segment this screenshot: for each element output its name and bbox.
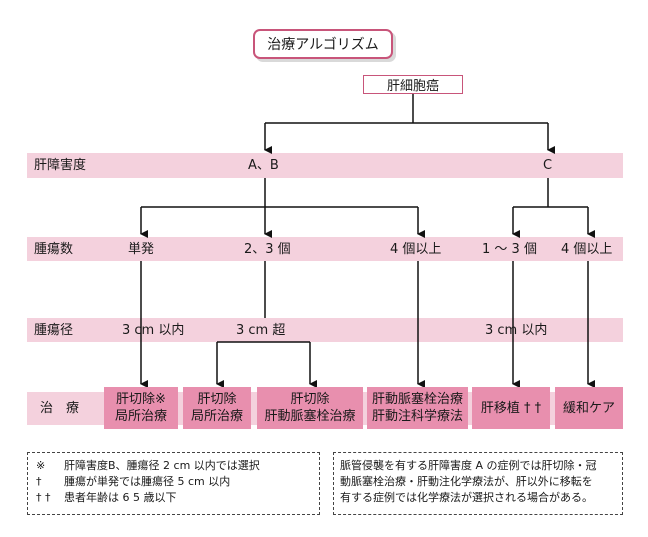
root-node: 肝細胞癌 (363, 75, 463, 94)
treatment-t1-line1: 肝切除※ (116, 392, 166, 407)
treatment-t3-line1: 肝切除 (290, 392, 330, 407)
treatment-label: 治 療 (40, 401, 80, 416)
tumor-size-within3-c: 3 cm 以内 (485, 323, 548, 338)
treatment-t1-line2: 局所治療 (114, 409, 167, 424)
tumor-count-single: 単発 (128, 242, 155, 257)
footnote-box-right: 脈管侵襲を有する肝障害度 A の症例では肝切除・冠 動脈塞栓治療・肝動注化学療法… (333, 452, 623, 515)
footnote-symbol: † † (36, 491, 51, 504)
tumor-count-one-three: 1 〜 3 個 (482, 242, 537, 257)
tumor-count-four-plus: 4 個以上 (390, 242, 442, 257)
footnote-right-line1: 脈管侵襲を有する肝障害度 A の症例では肝切除・冠 (340, 459, 597, 472)
tumor-count-band (27, 237, 623, 261)
tumor-size-over3: 3 cm 超 (236, 323, 286, 338)
footnote-row: ※ 肝障害度B、腫瘍径 2 cm 以内では選択 (36, 458, 311, 474)
liver-damage-band (27, 153, 623, 178)
treatment-box-resection-tae: 肝切除 肝動脈塞栓治療 (257, 387, 363, 429)
tumor-count-two-three: 2、3 個 (244, 242, 291, 257)
tumor-size-label: 腫瘍径 (34, 323, 74, 338)
footnote-right-line2: 動脈塞栓治療・肝動注化学療法が、肝以外に移転を (340, 475, 593, 488)
footnote-text: 患者年齢は 6 5 歳以下 (64, 491, 177, 504)
treatment-box-resection-local: 肝切除※ 局所治療 (104, 387, 178, 429)
treatment-box-resection-local-2: 肝切除 局所治療 (183, 387, 251, 429)
liver-damage-c: C (543, 158, 553, 173)
footnote-box-left: ※ 肝障害度B、腫瘍径 2 cm 以内では選択 † 腫瘍が単発では腫瘍径 5 cm … (27, 452, 320, 515)
tumor-count-label: 腫瘍数 (34, 242, 74, 257)
treatment-t4-line2: 肝動注科学療法 (371, 409, 463, 424)
treatment-t2-line1: 肝切除 (197, 392, 237, 407)
footnote-symbol: ※ (36, 459, 46, 472)
treatment-box-palliative: 緩和ケア (555, 387, 623, 429)
treatment-t4-line1: 肝動脈塞栓治療 (371, 392, 463, 407)
footnote-text: 腫瘍が単発では腫瘍径 5 cm 以内 (64, 475, 231, 488)
tumor-size-band (27, 318, 623, 342)
algorithm-title: 治療アルゴリズム (253, 29, 393, 59)
tumor-count-four-plus-c: 4 個以上 (561, 242, 613, 257)
treatment-t5-line1: 肝移植 † † (480, 400, 542, 416)
liver-damage-label: 肝障害度 (34, 158, 87, 173)
treatment-t2-line2: 局所治療 (190, 409, 243, 424)
footnote-right-line3: 有する症例では化学療法が選択される場合がある。 (340, 491, 593, 504)
footnote-symbol: † (36, 475, 42, 488)
treatment-box-tae-chemo: 肝動脈塞栓治療 肝動注科学療法 (367, 387, 468, 429)
tumor-size-within3: 3 cm 以内 (122, 323, 185, 338)
treatment-t3-line2: 肝動脈塞栓治療 (264, 409, 356, 424)
footnote-row: † † 患者年齢は 6 5 歳以下 (36, 490, 311, 506)
footnote-text: 肝障害度B、腫瘍径 2 cm 以内では選択 (64, 459, 260, 472)
treatment-box-transplant: 肝移植 † † (472, 387, 550, 429)
treatment-t6-line1: 緩和ケア (562, 400, 615, 416)
footnote-row: † 腫瘍が単発では腫瘍径 5 cm 以内 (36, 474, 311, 490)
liver-damage-ab: A、B (248, 158, 279, 173)
